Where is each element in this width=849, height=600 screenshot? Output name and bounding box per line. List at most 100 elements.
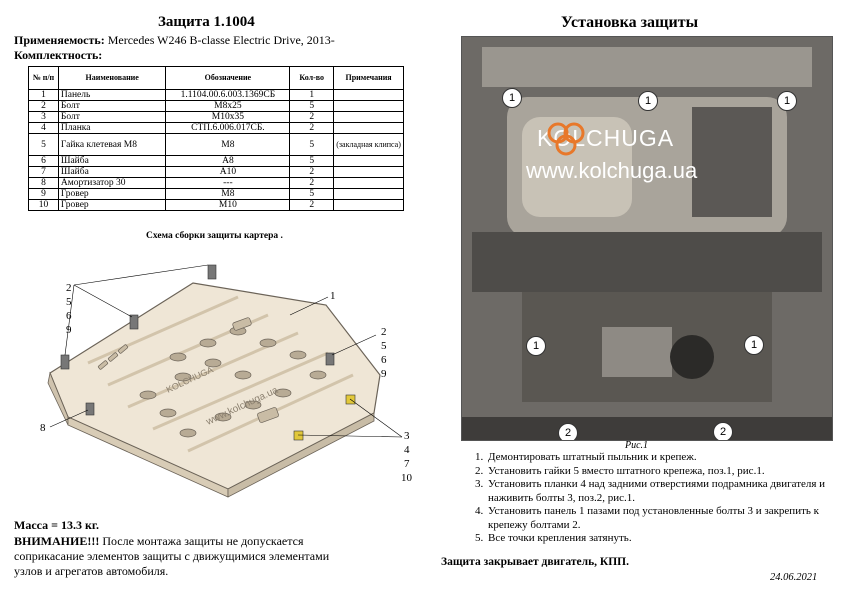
callout-1-b: 1 — [638, 91, 658, 111]
cell: 2 — [289, 199, 335, 211]
figure-caption: Рис.1 — [625, 440, 649, 451]
cell: 5 — [28, 133, 59, 156]
step-item: Все точки крепления затянуть. — [486, 532, 846, 546]
label-right-2: 2 — [381, 326, 387, 338]
cell: А8 — [165, 155, 291, 167]
cell: М8 — [165, 188, 291, 200]
cell: М10 — [165, 199, 291, 211]
step-item: Установить гайки 5 вместо штатного крепе… — [486, 465, 846, 479]
cell: М8х25 — [165, 100, 291, 112]
label-left-5: 5 — [66, 296, 72, 308]
photo-url: www.kolchuga.ua — [526, 158, 698, 183]
cell: 2 — [28, 100, 59, 112]
cell: Болт — [57, 111, 167, 123]
cell — [333, 89, 404, 101]
callout-1-d: 1 — [526, 336, 546, 356]
cell: 5 — [289, 100, 335, 112]
cell: Гайка клетевая М8 — [57, 133, 167, 156]
step-item: Установить панель 1 пазами под установле… — [486, 505, 846, 532]
install-steps: Демонтировать штатный пыльник и крепеж. … — [462, 451, 846, 546]
label-right-9: 9 — [381, 368, 387, 380]
col-name: Наименование — [57, 66, 167, 90]
warning-line-1: После монтажа защиты не допускается — [102, 534, 304, 548]
cell: 2 — [289, 177, 335, 189]
cell: 6 — [28, 155, 59, 167]
doc-title: Защита 1.1004 — [158, 14, 255, 30]
label-right-5: 5 — [381, 340, 387, 352]
cell — [333, 155, 404, 167]
mass-text: Масса = 13.3 кг. — [14, 518, 99, 532]
warning-label: ВНИМАНИЕ!!! — [14, 534, 100, 548]
label-right-3: 3 — [404, 430, 410, 442]
cell: Амортизатор 30 — [57, 177, 167, 189]
cell: 9 — [28, 188, 59, 200]
cell: Гровер — [57, 199, 167, 211]
cell — [333, 199, 404, 211]
warning-line-3: узлов и агрегатов автомобиля. — [14, 564, 169, 578]
table-header-row: № п/п Наименование Обозначение Кол-во Пр… — [28, 66, 404, 90]
label-right-6: 6 — [381, 354, 387, 366]
callout-1-a: 1 — [502, 88, 522, 108]
applicability-value: Mercedes W246 B-classe Electric Drive, 2… — [107, 33, 335, 47]
cell — [333, 111, 404, 123]
cell: 10 — [28, 199, 59, 211]
cell — [333, 177, 404, 189]
col-quantity: Кол-во — [289, 66, 335, 90]
cell: 2 — [289, 111, 335, 123]
col-designation: Обозначение — [165, 66, 291, 90]
install-title: Установка защиты — [561, 14, 699, 31]
doc-date: 24.06.2021 — [770, 572, 818, 583]
label-left-6: 6 — [66, 310, 72, 322]
cell: 8 — [28, 177, 59, 189]
cell — [333, 188, 404, 200]
kolchuga-logo-icon — [547, 122, 585, 156]
parts-table: № п/п Наименование Обозначение Кол-во Пр… — [28, 66, 404, 211]
cell: 3 — [28, 111, 59, 123]
label-panel: 1 — [330, 290, 336, 302]
label-right-7: 7 — [404, 458, 410, 470]
step-item: Демонтировать штатный пыльник и крепеж. — [486, 451, 846, 465]
warning-block: ВНИМАНИЕ!!! После монтажа защиты не допу… — [14, 534, 434, 579]
cell: Шайба — [57, 155, 167, 167]
cell: А10 — [165, 166, 291, 178]
kit-label: Комплектность: — [14, 48, 103, 62]
cell — [333, 166, 404, 178]
step-item: Установить планки 4 над задними отверсти… — [486, 478, 846, 505]
cell: 5 — [289, 133, 335, 156]
closing-text: Защита закрывает двигатель, КПП. — [441, 556, 629, 568]
assembly-drawing: KOLCHUGA www.kolchuga.ua — [47, 264, 403, 498]
label-left-9: 9 — [66, 324, 72, 336]
cell: Гровер — [57, 188, 167, 200]
label-left-2: 2 — [66, 282, 72, 294]
cell: 1 — [289, 89, 335, 101]
callout-2-a: 2 — [558, 423, 578, 440]
warning-line-2: соприкасание элементов защиты с движущим… — [14, 549, 330, 563]
callout-2-b: 2 — [713, 422, 733, 440]
callout-1-c: 1 — [777, 91, 797, 111]
cell: 5 — [289, 155, 335, 167]
col-notes: Примечания — [333, 66, 404, 90]
cell: --- — [165, 177, 291, 189]
cell: Шайба — [57, 166, 167, 178]
drawing-caption: Схема сборки защиты картера . — [146, 231, 283, 241]
cell: Планка — [57, 122, 167, 134]
cell: Болт — [57, 100, 167, 112]
cell: 1.1104.00.6.003.1369СБ — [165, 89, 291, 101]
cell: (закладная клипса) — [333, 133, 404, 156]
label-right-10: 10 — [401, 472, 412, 484]
label-right-4: 4 — [404, 444, 410, 456]
install-photo: KOLCHUGA www.kolchuga.ua 1 1 1 1 1 2 2 — [461, 36, 833, 441]
col-number: № п/п — [28, 66, 59, 90]
label-left-8: 8 — [40, 422, 46, 434]
cell: 2 — [289, 122, 335, 134]
